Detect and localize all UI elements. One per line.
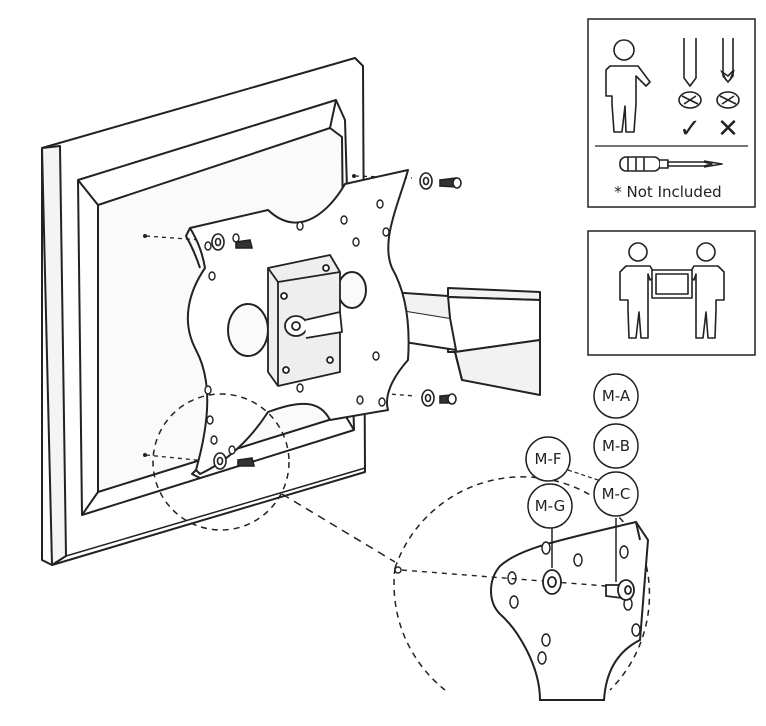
tools-panel: ✓ ✕ * Not Included [587,18,756,208]
detail-source-circle [152,393,290,531]
callout-m-b: M-B [593,423,639,469]
two-person-panel [587,230,756,356]
tv-mount-holes [143,174,356,457]
callout-m-a: M-A [593,373,639,419]
cross-icon: ✕ [717,114,739,144]
callout-m-c: M-C [593,471,639,517]
callout-m-b-label: M-B [602,437,630,455]
screw-bad-icon [716,38,740,109]
screwdriver-icon [619,156,723,172]
two-person-lift-icon [619,242,725,339]
tools-note: * Not Included [614,183,721,201]
plate-holes [204,199,390,455]
detail-connector-line [281,493,396,563]
callout-m-f-label: M-F [535,450,562,468]
callout-m-g: M-G [527,483,573,529]
washer-icon [542,569,562,595]
callout-m-c-label: M-C [602,485,631,503]
tilt-bracket [267,254,343,387]
screw-ok-icon [678,38,702,109]
person-icon [605,39,651,133]
callout-m-g-label: M-G [535,497,566,515]
plate-screws [211,172,462,470]
screw-icon [605,579,635,601]
callout-m-f: M-F [525,436,571,482]
check-icon: ✓ [679,114,701,144]
callout-m-a-label: M-A [602,387,631,405]
